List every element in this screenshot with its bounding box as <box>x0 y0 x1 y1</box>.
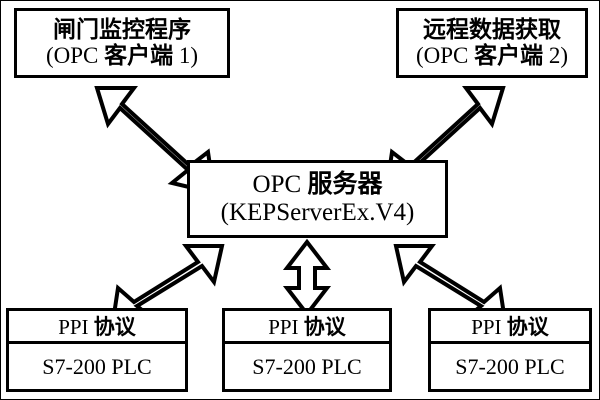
client-2-subtitle-cjk: 客户端 <box>474 43 544 68</box>
client-1-box[interactable]: 闸门监控程序 (OPC 客户端 1) <box>14 8 230 78</box>
opc-server-title-latin: OPC <box>252 171 308 198</box>
client-1-subtitle-close: 1) <box>173 43 199 68</box>
opc-server-title: OPC 服务器 <box>253 171 383 199</box>
client-1-subtitle-cjk: 客户端 <box>104 43 174 68</box>
plc-2-model-row: S7-200 PLC <box>225 344 389 389</box>
opc-server-subtitle: (KEPServerEx.V4) <box>220 199 415 226</box>
client-1-subtitle: (OPC 客户端 1) <box>46 43 198 69</box>
plc-box-2[interactable]: PPI 协议 S7-200 PLC <box>222 308 392 392</box>
plc-3-model-label: S7-200 PLC <box>455 353 565 379</box>
plc-1-model-label: S7-200 PLC <box>42 353 152 379</box>
plc-box-3[interactable]: PPI 协议 S7-200 PLC <box>428 308 592 392</box>
plc-1-model-row: S7-200 PLC <box>9 344 185 389</box>
client-1-title: 闸门监控程序 <box>53 17 191 43</box>
plc-1-protocol-latin: PPI <box>58 315 94 339</box>
plc-3-model-row: S7-200 PLC <box>431 344 589 389</box>
plc-2-model-label: S7-200 PLC <box>252 353 362 379</box>
plc-3-protocol-row: PPI 协议 <box>431 311 589 344</box>
plc-3-protocol-label: PPI 协议 <box>471 311 549 341</box>
plc-3-protocol-latin: PPI <box>471 315 507 339</box>
client-2-subtitle-close: 2) <box>543 43 569 68</box>
plc-box-1[interactable]: PPI 协议 S7-200 PLC <box>6 308 188 392</box>
client-1-subtitle-open: (OPC <box>45 43 105 68</box>
opc-server-box[interactable]: OPC 服务器 (KEPServerEx.V4) <box>187 160 448 238</box>
plc-1-protocol-row: PPI 协议 <box>9 311 185 344</box>
plc-1-protocol-cjk: 协议 <box>93 315 136 339</box>
client-2-subtitle-open: (OPC <box>415 43 475 68</box>
client-2-subtitle: (OPC 客户端 2) <box>416 43 568 69</box>
plc-2-protocol-label: PPI 协议 <box>268 311 346 341</box>
connector-server-plc2 <box>282 238 332 318</box>
plc-2-protocol-cjk: 协议 <box>303 315 346 339</box>
plc-3-protocol-cjk: 协议 <box>506 315 549 339</box>
opc-server-title-cjk: 服务器 <box>307 171 383 198</box>
plc-1-protocol-label: PPI 协议 <box>58 311 136 341</box>
client-2-box[interactable]: 远程数据获取 (OPC 客户端 2) <box>396 8 588 78</box>
client-2-title: 远程数据获取 <box>423 17 561 43</box>
plc-2-protocol-latin: PPI <box>268 315 304 339</box>
plc-2-protocol-row: PPI 协议 <box>225 311 389 344</box>
